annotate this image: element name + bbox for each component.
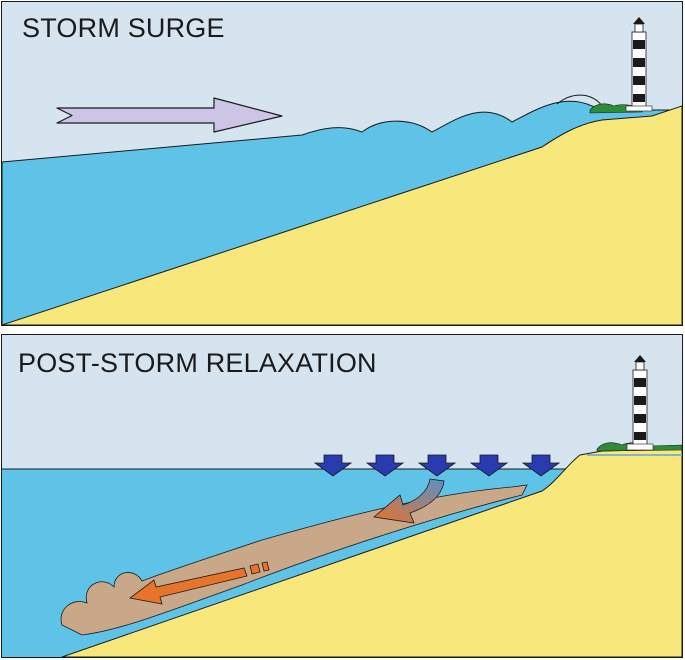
post-storm-panel: POST-STORM RELAXATION (1, 334, 683, 658)
down-arrow (365, 454, 405, 477)
return-flow-arrow (373, 478, 445, 524)
surge-arrow (56, 97, 283, 133)
downward-arrows (313, 454, 561, 477)
storm-surge-illustration (2, 2, 682, 325)
panel-title: STORM SURGE (22, 13, 225, 43)
panel-title: POST-STORM RELAXATION (18, 348, 377, 378)
lighthouse (626, 355, 654, 451)
sediment-flow-arrow (129, 561, 270, 605)
surge-waves (556, 94, 603, 107)
down-arrow (469, 454, 509, 477)
sloping-beach (2, 105, 682, 325)
storm-surge-panel: STORM SURGE (1, 1, 683, 326)
post-storm-illustration (2, 335, 682, 657)
down-arrow (313, 454, 353, 477)
down-arrow (521, 454, 561, 477)
down-arrow (417, 454, 457, 477)
lighthouse (625, 17, 653, 112)
